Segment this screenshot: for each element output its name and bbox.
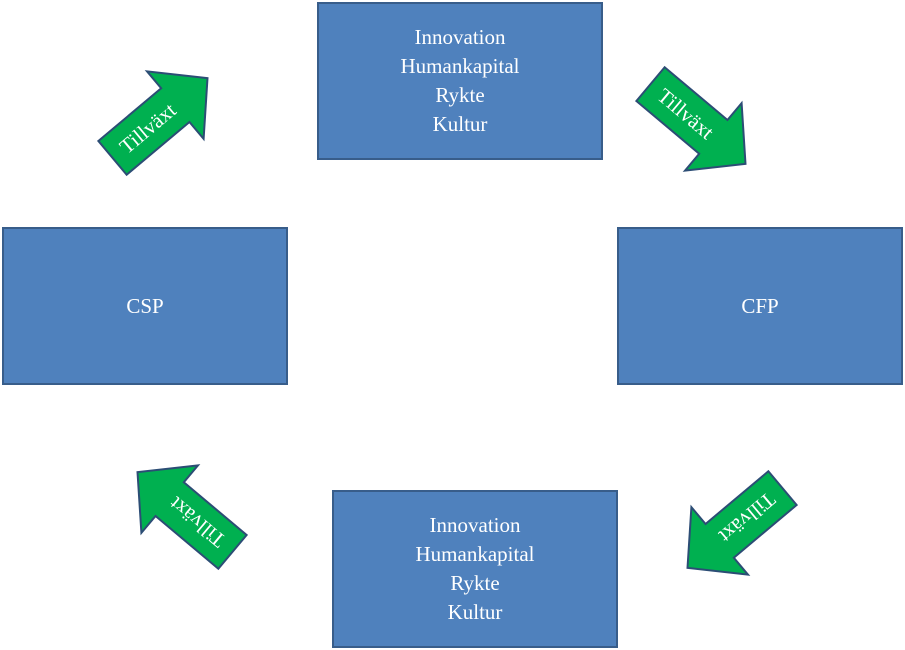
- csp-label: CSP: [126, 293, 164, 318]
- factor-line-innovation: Innovation: [429, 513, 521, 537]
- factor-line-kultur: Kultur: [432, 112, 488, 136]
- factor-box-bottom: Innovation Humankapital Rykte Kultur: [332, 490, 618, 648]
- cfp-box: CFP: [617, 227, 903, 385]
- factor-line-humankapital: Humankapital: [415, 542, 535, 566]
- growth-arrow-bottom-left: Tillväxt: [108, 437, 262, 587]
- csp-box: CSP: [2, 227, 288, 385]
- growth-arrow-bottom-right: Tillväxt: [658, 453, 812, 603]
- growth-arrow-top-right: Tillväxt: [621, 49, 775, 199]
- factor-line-humankapital: Humankapital: [400, 54, 520, 78]
- cfp-label: CFP: [741, 293, 779, 318]
- factor-line-kultur: Kultur: [447, 600, 503, 624]
- factor-line-rykte: Rykte: [435, 83, 485, 107]
- factor-box-top: Innovation Humankapital Rykte Kultur: [317, 2, 603, 160]
- growth-arrow-top-left: Tillväxt: [83, 43, 237, 193]
- factor-line-innovation: Innovation: [414, 25, 506, 49]
- factor-line-rykte: Rykte: [450, 571, 500, 595]
